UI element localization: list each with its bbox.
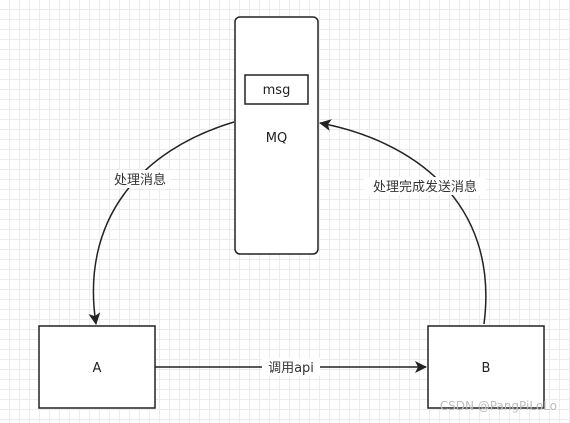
node-b-label: B (482, 361, 491, 376)
mq-node[interactable]: msg MQ (234, 16, 319, 255)
node-a[interactable]: A (38, 325, 156, 409)
edge-b-to-mq-line (319, 119, 487, 325)
msg-box (244, 74, 309, 105)
edge-mq-to-a-label-bg (110, 170, 170, 188)
edge-a-to-b: 调用api (155, 358, 427, 376)
msg-label: msg (263, 83, 291, 98)
edge-b-to-mq-label-bg (364, 177, 486, 195)
edge-a-to-b-label: 调用api (268, 361, 314, 376)
edge-mq-to-a-line (88, 121, 235, 325)
node-b[interactable]: B (427, 325, 545, 409)
edge-b-to-mq-label: 处理完成发送消息 (373, 179, 477, 195)
edge-b-to-mq: 处理完成发送消息 (319, 119, 487, 325)
node-a-box (38, 325, 156, 409)
edge-mq-to-a: 处理消息 (88, 121, 235, 325)
edge-a-to-b-label-bg (262, 358, 320, 376)
edge-mq-to-a-label: 处理消息 (114, 172, 166, 188)
node-a-label: A (93, 361, 102, 376)
mq-label: MQ (266, 131, 287, 146)
watermark-text: CSDN @PangPiLoLo (440, 399, 557, 413)
node-b-box (427, 325, 545, 409)
